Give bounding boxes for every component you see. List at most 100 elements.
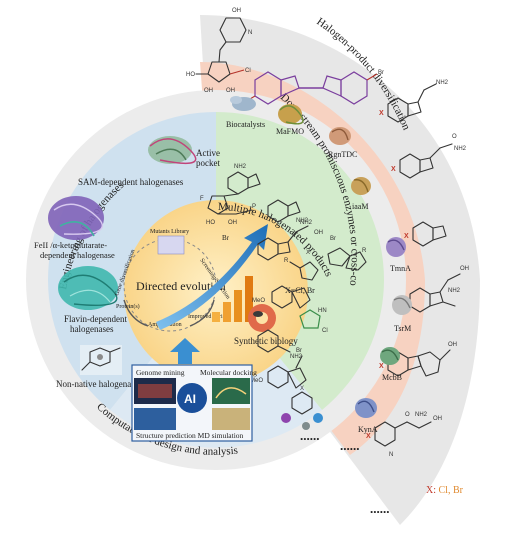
fe-halogenase-structure: [48, 196, 104, 240]
product-meo-bromo-ring: Br MeO: [250, 348, 307, 389]
svg-text:RgnTDC: RgnTDC: [328, 150, 357, 159]
enzyme-rgntdc: RgnTDC: [328, 127, 357, 159]
svg-text:OH: OH: [232, 8, 241, 14]
svg-text:Br: Br: [378, 70, 384, 76]
svg-text:F: F: [200, 196, 204, 202]
svg-text:MeO: MeO: [252, 298, 265, 304]
svg-text:NH2: NH2: [454, 146, 467, 152]
svg-text:Br: Br: [296, 348, 302, 354]
active-pocket-structure: [148, 136, 197, 165]
svg-text:NH2: NH2: [415, 412, 428, 418]
svg-text:R: R: [284, 258, 289, 264]
svg-text:NH2: NH2: [296, 218, 309, 224]
product-meo-thf: MeO: [252, 285, 311, 309]
label-sam-halogenases: SAM-dependent halogenases: [78, 177, 184, 187]
svg-text:OH: OH: [226, 88, 235, 94]
computation-genome: Genome mining: [136, 368, 185, 377]
svg-text:TmnA: TmnA: [390, 264, 411, 273]
product-thf: R X: [284, 250, 319, 281]
biocatalyst-blob: [230, 96, 256, 111]
product-aniline: NH2: [257, 329, 303, 360]
product-dots: ......: [300, 428, 320, 443]
svg-text:MaFMO: MaFMO: [276, 127, 304, 136]
product-molecules: X NH2 X O NH2 X X OH NH2: [366, 80, 469, 458]
product-br-label: Br: [222, 234, 230, 242]
computation-structure: Structure prediction MD simulation: [136, 431, 244, 440]
svg-text:OH: OH: [448, 342, 457, 348]
svg-text:P: P: [252, 204, 256, 210]
product-coupling-balls: X: [281, 386, 323, 430]
enzyme-tmna: TmnA: [386, 237, 411, 273]
label-flavin-1: Flavin-dependent: [64, 314, 127, 324]
label-active-pocket-2: pocket: [196, 158, 220, 168]
svg-text:MeO: MeO: [250, 378, 263, 384]
flavin-halogenase-structure: [58, 266, 118, 310]
enzyme-iaam: iaaM: [351, 177, 371, 211]
svg-text:R: R: [362, 248, 367, 254]
svg-text:HN: HN: [318, 308, 327, 314]
x-legend: X: Cl, Br: [426, 485, 464, 496]
label-active-pocket-1: Active: [196, 148, 220, 158]
svg-text:Br: Br: [330, 236, 336, 242]
svg-text:NH2: NH2: [234, 164, 247, 170]
svg-text:Cl: Cl: [245, 68, 251, 74]
center-library: Mutants Library: [150, 229, 189, 235]
product-x-cl-br: X=Cl, Br: [285, 286, 315, 295]
svg-text:HO: HO: [206, 220, 215, 226]
label-nonnative: Non-native halogenases: [56, 379, 143, 389]
enzyme-tsrm: TsrM: [392, 295, 412, 333]
svg-text:NH2: NH2: [436, 80, 449, 86]
enzyme-mcbb: McbB: [380, 347, 402, 382]
center-protein: Protein(s): [116, 303, 140, 310]
svg-text:NH2: NH2: [290, 354, 303, 360]
svg-text:N: N: [389, 452, 393, 458]
nonnative-halogenase-structure: [80, 345, 122, 375]
svg-text:X: X: [300, 386, 304, 392]
svg-text:KynA: KynA: [358, 425, 378, 434]
outer-dots: ......: [370, 501, 390, 516]
svg-text:X: X: [379, 110, 384, 117]
svg-text:OH: OH: [204, 88, 213, 94]
docking-image: [212, 378, 250, 404]
svg-text:X: X: [404, 233, 409, 240]
svg-text:X: X: [306, 250, 310, 256]
svg-text:NH2: NH2: [300, 220, 313, 226]
svg-text:X: X: [391, 166, 396, 173]
svg-text:HO: HO: [186, 72, 195, 78]
enzyme-mafmo: MaFMO: [276, 104, 304, 136]
svg-text:X: X: [379, 363, 384, 370]
computation-docking: Molecular docking: [200, 368, 257, 377]
label-fe-halogenase-1: FeII /α-ketoglutarate-: [34, 240, 107, 250]
svg-text:iaaM: iaaM: [352, 202, 368, 211]
growth-bars: [212, 276, 253, 322]
product-bromo-thf-right: Br R: [327, 236, 367, 271]
genome-mining-image: [134, 378, 176, 404]
svg-text:McbB: McbB: [382, 373, 402, 382]
svg-text:OH: OH: [314, 230, 323, 236]
nucleoside-molecule: OH N HO OH OH Cl: [186, 8, 252, 94]
svg-text:O: O: [405, 412, 410, 418]
svg-text:O: O: [452, 134, 457, 140]
svg-text:OH: OH: [228, 220, 237, 226]
svg-text:OH: OH: [433, 416, 442, 422]
svg-text:OH: OH: [460, 266, 469, 272]
product-cl-pyrrole: HN Cl: [299, 308, 328, 334]
synbio-gear-icon: [248, 304, 276, 332]
label-flavin-2: halogenases: [70, 324, 114, 334]
label-fe-halogenase-2: dependent halogenase: [40, 250, 115, 260]
center-variant: Improved Variant: [188, 314, 230, 320]
enzyme-biocatalysts: Biocatalysts: [226, 120, 265, 129]
svg-text:NH2: NH2: [448, 288, 461, 294]
enzyme-dots: ......: [340, 438, 360, 453]
md-image: [134, 408, 250, 430]
center-synbio: Synthetic biology: [234, 336, 298, 346]
atp-analog-molecule: NH2 F HO OH P NH2: [200, 164, 313, 226]
center-title: Directed evolution: [136, 279, 226, 293]
svg-text:N: N: [248, 30, 252, 36]
growth-arrow: [156, 224, 268, 330]
ai-icon: AI: [177, 383, 207, 413]
svg-text:X: X: [366, 433, 371, 440]
enzyme-kyna: KynA: [355, 398, 378, 434]
svg-text:AI: AI: [184, 392, 196, 406]
